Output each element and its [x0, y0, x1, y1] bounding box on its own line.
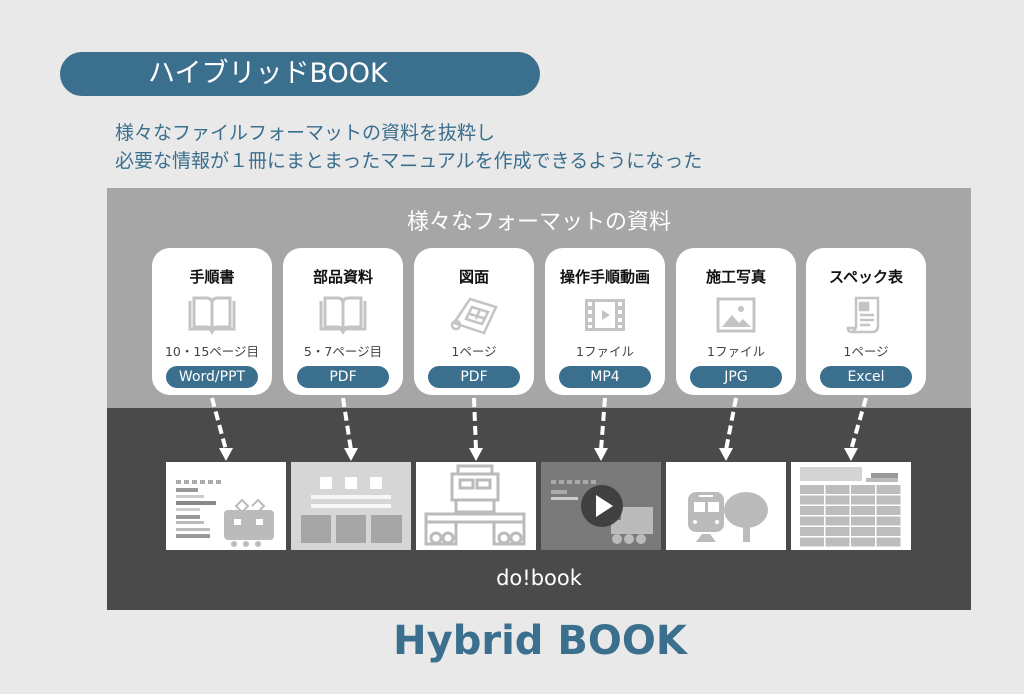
source-card: スペック表 1ページ Excel	[806, 248, 926, 395]
thumb-drawing-page	[416, 462, 536, 550]
railcar-drawing-icon	[424, 464, 526, 546]
card-title: 手順書	[189, 268, 235, 286]
video-play-icon[interactable]	[541, 462, 661, 550]
subtitle-line-2: 必要な情報が１冊にまとまったマニュアルを作成できるようになった	[115, 150, 703, 172]
title-pill: ハイブリッドBOOK	[60, 52, 540, 96]
format-badge: PDF	[297, 366, 389, 388]
train-tree-photo-icon	[688, 492, 768, 542]
card-page-count: 10・15ページ目	[164, 344, 260, 359]
card-title: 操作手順動画	[559, 268, 650, 286]
train-document-icon	[176, 480, 274, 547]
source-card: 手順書 10・15ページ目 Word/PPT	[152, 248, 272, 395]
card-title: 図面	[458, 268, 489, 286]
format-badge: JPG	[690, 366, 782, 388]
book-icon	[283, 295, 403, 335]
sources-heading: 様々なフォーマットの資料	[406, 210, 671, 235]
subtitle-line-1: 様々なファイルフォーマットの資料を抜粋し	[115, 122, 496, 144]
image-icon	[676, 295, 796, 335]
card-title: 部品資料	[312, 268, 373, 286]
card-page-count: 5・7ページ目	[303, 344, 383, 359]
format-badge: MP4	[559, 366, 651, 388]
layout-icon	[301, 477, 402, 543]
card-page-count: 1ページ	[843, 344, 889, 359]
thumb-spec-table-page	[791, 462, 911, 550]
thumb-manual-page	[166, 462, 286, 550]
card-page-count: 1ページ	[451, 344, 497, 359]
card-title: スペック表	[829, 268, 903, 286]
blueprint-icon	[414, 295, 534, 335]
spreadsheet-icon	[800, 467, 901, 547]
format-badge: PDF	[428, 366, 520, 388]
card-page-count: 1ファイル	[576, 344, 634, 359]
source-card: 図面 1ページ PDF	[414, 248, 534, 395]
card-title: 施工写真	[705, 268, 766, 286]
source-card: 部品資料 5・7ページ目 PDF	[283, 248, 403, 395]
source-card: 操作手順動画 1ファイル MP4	[545, 248, 665, 395]
book-icon	[152, 295, 272, 335]
output-label: do!book	[496, 566, 582, 590]
format-badge: Word/PPT	[166, 366, 258, 388]
format-badge: Excel	[820, 366, 912, 388]
thumb-parts-page	[291, 462, 411, 550]
thumb-photo-page	[666, 462, 786, 550]
source-card: 施工写真 1ファイル JPG	[676, 248, 796, 395]
card-page-count: 1ファイル	[707, 344, 765, 359]
thumb-video-page[interactable]	[541, 462, 661, 550]
video-icon	[545, 295, 665, 335]
footer-title: Hybrid BOOK	[393, 618, 687, 664]
scroll-document-icon	[806, 295, 926, 335]
